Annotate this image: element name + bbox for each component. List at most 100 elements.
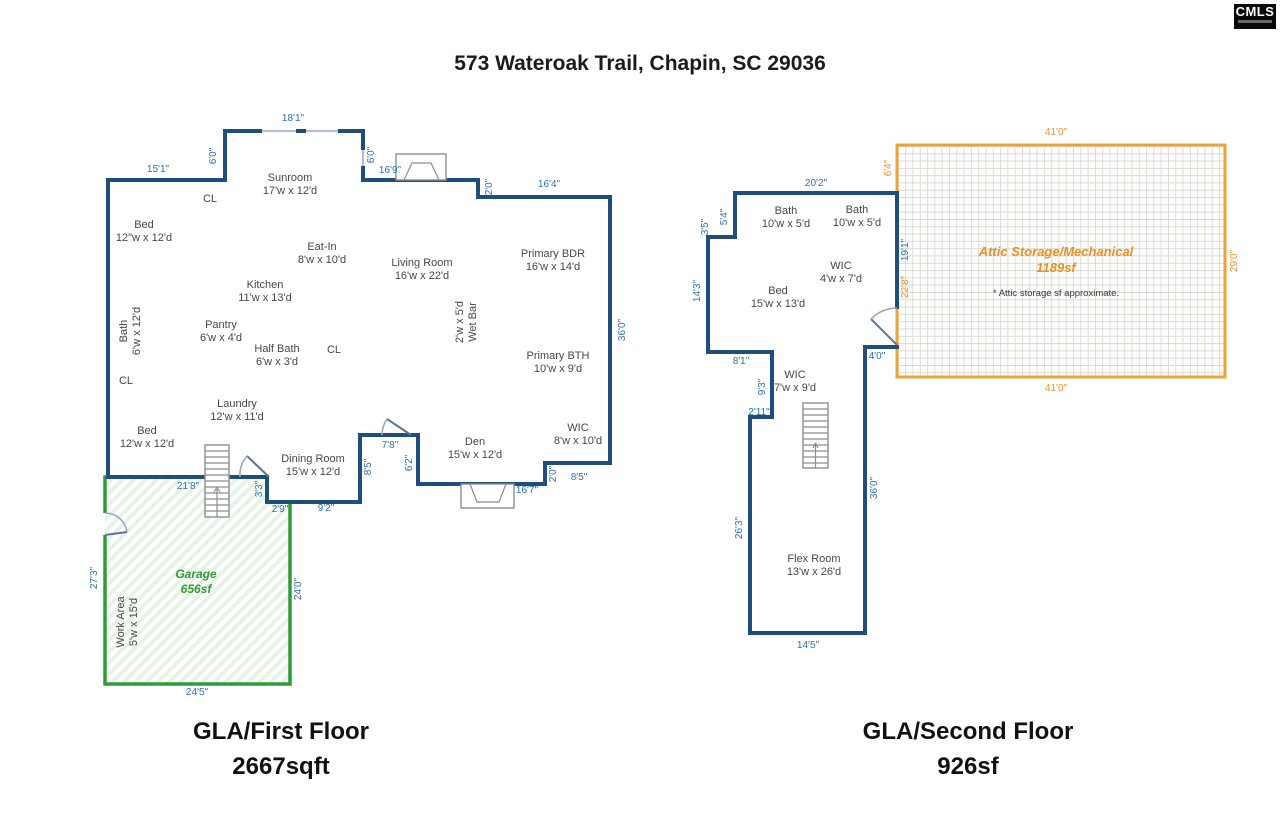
dim-label: 16'4" [538, 179, 561, 190]
first-floor-caption-title: GLA/First Floor [193, 718, 369, 745]
dim-label: 8'5" [363, 458, 374, 475]
room-name-label: Sunroom [268, 172, 313, 184]
door-arc-icon [104, 512, 128, 536]
closet-label: CL [203, 193, 217, 205]
dim-label: 9'3" [757, 378, 768, 395]
attic-name-label: Attic Storage/Mechanical [978, 244, 1134, 259]
room-name-label: Work Area [115, 596, 127, 648]
room-label-rotated: Bath 6'w x 12'd [118, 307, 143, 355]
room-label-rotated: Work Area 5'w x 15'd [115, 596, 140, 648]
room-name-label: Garage [175, 567, 217, 581]
room-name-label: WIC [567, 422, 588, 434]
room-name-label: Living Room [391, 257, 452, 269]
room-name-label: Bed [768, 285, 788, 297]
dim-label: 41'0" [1045, 383, 1068, 394]
second-floor-walls [706, 191, 899, 635]
dim-label: 24'5" [186, 687, 209, 698]
stairs-icon [204, 444, 230, 518]
room-dim-label: 8'w x 10'd [554, 435, 602, 447]
room-dim-label: 8'w x 10'd [298, 254, 346, 266]
cmls-logo: CMLS [1234, 4, 1276, 29]
door-arc-icon [239, 455, 270, 478]
dim-label: 8'5" [571, 472, 588, 483]
attic-note-label: * Attic storage sf approximate. [993, 288, 1119, 299]
dim-label: 6'0" [366, 146, 377, 163]
dim-label: 2'0" [484, 178, 495, 195]
dim-label: 36'0" [617, 318, 628, 341]
room-dim-label: 5'w x 15'd [128, 598, 140, 646]
cmls-logo-text: CMLS [1235, 4, 1275, 19]
dim-label: 6'2" [404, 454, 415, 471]
attic-area-label: 1189sf [1036, 260, 1077, 275]
dim-label: 15'1" [147, 164, 170, 175]
room-name-label: Primary BTH [527, 350, 590, 362]
second-floor-caption-area: 926sf [937, 753, 999, 780]
second-floor-caption-title: GLA/Second Floor [862, 718, 1074, 745]
sunroom-windows [262, 128, 366, 166]
room-dim-label: 11'w x 13'd [238, 292, 292, 304]
room-name-label: Bath [846, 204, 869, 216]
dim-label: 5'4" [719, 208, 730, 225]
page-title: 573 Wateroak Trail, Chapin, SC 29036 [454, 52, 826, 75]
dim-label: 20'2" [805, 178, 828, 189]
room-dim-label: 656sf [181, 582, 213, 596]
room-dim-label: 10'w x 5'd [762, 218, 810, 230]
room-name-label: Primary BDR [521, 248, 585, 260]
room-name-label: Laundry [217, 398, 257, 410]
dim-label: 19'1" [900, 238, 911, 261]
dim-label: 3'5" [700, 218, 711, 235]
room-dim-label: 12'w x 12'd [120, 438, 174, 450]
dim-label: 36'0" [869, 476, 880, 499]
attic-area [895, 143, 1227, 379]
first-floor-caption-area: 2667sqft [232, 753, 330, 780]
second-floor-caption: GLA/Second Floor 926sf [765, 714, 1171, 784]
fireplace-icon [460, 483, 515, 509]
room-name-label: Bed [137, 425, 157, 437]
room-dim-label: 15'w x 13'd [751, 298, 805, 310]
room-name-label: Bath [775, 205, 798, 217]
second-floor-dimensions: 20'2" 5'4" 3'5" 14'3" 8'1" 9'3" 2'11" 26… [692, 127, 1240, 651]
room-dim-label: 7'w x 9'd [774, 382, 816, 394]
first-floor-walls [106, 129, 612, 504]
dim-label: 14'3" [692, 279, 703, 302]
room-name-label: Den [465, 436, 485, 448]
room-dim-label: 16'w x 14'd [526, 261, 580, 273]
room-dim-label: 6'w x 12'd [131, 307, 143, 355]
room-name-label: Bed [134, 219, 154, 231]
second-floor-rooms: Bath 10'w x 5'd Bath 10'w x 5'd WIC 4'w … [751, 204, 1134, 578]
dim-label: 4'0" [869, 351, 886, 362]
room-name-label: Eat-In [307, 241, 336, 253]
dim-label: 2'11" [748, 407, 770, 418]
closet-label: CL [327, 344, 341, 356]
first-floor-rooms: Sunroom 17'w x 12'd CL Bed 12"w x 12'd E… [115, 172, 602, 648]
room-name-label: WIC [784, 369, 805, 381]
dim-label: 29'0" [1229, 249, 1240, 272]
first-floor-dimensions: 18'1" 15'1" 6'0" 6'0" 16'9" 2'0" 16'4" 3… [89, 113, 628, 698]
room-dim-label: 16'w x 22'd [395, 270, 449, 282]
room-dim-label: 12'w x 11'd [210, 411, 264, 423]
room-dim-label: 10'w x 5'd [833, 217, 881, 229]
dim-label: 16'9" [379, 165, 402, 176]
door-arc-icon [870, 307, 898, 346]
dim-label: 24'0" [293, 577, 304, 600]
dim-label: 21'8" [177, 481, 200, 492]
room-dim-label: 12"w x 12'd [116, 232, 172, 244]
fireplace-icon [395, 153, 447, 181]
room-dim-label: 6'w x 4'd [200, 332, 242, 344]
room-dim-label: 17'w x 12'd [263, 185, 317, 197]
room-name-label: Pantry [205, 319, 237, 331]
room-name-label: Dining Room [281, 453, 345, 465]
dim-label: 3'3" [254, 480, 265, 497]
room-dim-label: 13'w x 26'd [787, 566, 841, 578]
dim-label: 14'5" [797, 640, 820, 651]
stairs-icon [802, 402, 829, 469]
room-name-label: WIC [830, 260, 851, 272]
dim-label: 22'8" [900, 275, 911, 298]
room-dim-label: 6'w x 3'd [256, 356, 298, 368]
room-dim-label: 15'w x 12'd [448, 449, 502, 461]
room-dim-label: 4'w x 7'd [820, 273, 862, 285]
second-floor-plan: 20'2" 5'4" 3'5" 14'3" 8'1" 9'3" 2'11" 26… [692, 127, 1240, 651]
first-floor-caption: GLA/First Floor 2667sqft [78, 714, 484, 784]
closet-label: CL [119, 375, 133, 387]
